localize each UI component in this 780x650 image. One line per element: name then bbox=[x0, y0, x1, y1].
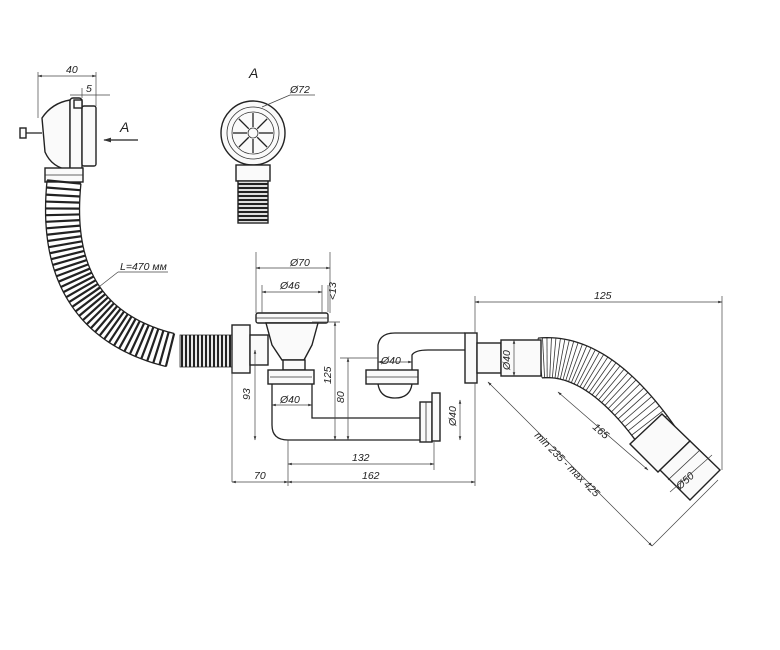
siphon bbox=[365, 332, 502, 399]
dim-93-text: 93 bbox=[241, 388, 253, 400]
dim-d40-a-text: Ø40 bbox=[279, 394, 300, 406]
dim-d40-c-text: Ø40 bbox=[447, 406, 459, 427]
dim-d70-text: Ø70 bbox=[289, 257, 310, 269]
arrow-label: A bbox=[119, 119, 129, 135]
dim-162-text: 162 bbox=[362, 470, 380, 482]
dim-minmax-text: min 235 - max 425 bbox=[532, 430, 602, 500]
view-a-label: A bbox=[248, 65, 258, 81]
dim-d40-b-text: Ø40 bbox=[380, 355, 401, 367]
overflow-head bbox=[19, 97, 97, 183]
dim-165-text: 165 bbox=[590, 421, 611, 442]
view-a-grate: A Ø72 bbox=[220, 65, 315, 224]
hose-length-text: L=470 мм bbox=[120, 261, 167, 273]
overflow-hose bbox=[44, 179, 176, 368]
dim-125-h-text: 125 bbox=[594, 290, 612, 302]
dim-125-v-text: 125 bbox=[322, 366, 334, 384]
trap-pipe bbox=[271, 384, 441, 443]
dim-d46-text: Ø46 bbox=[279, 280, 300, 292]
dim-40-text: 40 bbox=[66, 64, 78, 76]
dim-80-text: 80 bbox=[335, 391, 347, 403]
dim-132-text: 132 bbox=[352, 452, 370, 464]
hose-length-callout: L=470 мм bbox=[94, 261, 168, 291]
dim-d72-text: Ø72 bbox=[289, 84, 310, 96]
union-body-left bbox=[249, 334, 269, 366]
dim-70-text: 70 bbox=[254, 470, 266, 482]
union-nut-left bbox=[231, 324, 251, 374]
dim-13-text: <13 bbox=[327, 282, 339, 300]
drain-funnel bbox=[255, 312, 329, 385]
dim-d40-d-text: Ø40 bbox=[501, 350, 513, 371]
view-arrow: A bbox=[103, 119, 138, 143]
dim-5-text: 5 bbox=[86, 83, 92, 95]
dim-40-5: 40 5 bbox=[37, 64, 110, 118]
inlet-corrugation bbox=[179, 334, 233, 368]
